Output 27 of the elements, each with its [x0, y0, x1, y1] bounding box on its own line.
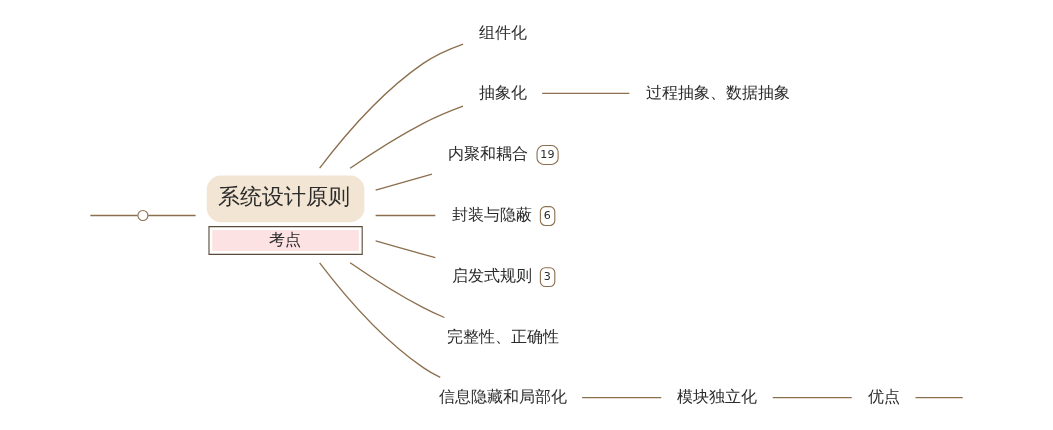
node-label: 启发式规则	[451, 266, 532, 285]
connector	[374, 214, 436, 216]
node-label: 封装与隐蔽	[451, 205, 532, 224]
connector	[914, 396, 964, 398]
connector	[318, 42, 464, 169]
node-text: 信息隐藏和局部化	[439, 387, 568, 406]
connector	[349, 261, 446, 318]
node-label: 考点	[269, 230, 302, 249]
node-text: 抽象化	[479, 83, 528, 102]
connector	[581, 396, 662, 398]
connector	[89, 214, 139, 216]
connector	[541, 92, 630, 94]
connector	[318, 261, 441, 378]
connector	[147, 214, 197, 216]
node-text: 组件化	[479, 23, 528, 42]
node-label: 内聚和耦合	[448, 144, 529, 163]
node-text: 完整性、正确性	[447, 327, 560, 346]
node-text: 模块独立化	[676, 387, 757, 406]
node-text: 过程抽象、数据抽象	[645, 83, 790, 102]
node-box: 6	[539, 205, 556, 226]
node-circle	[137, 209, 149, 221]
connector	[772, 396, 853, 398]
node-text: 优点	[867, 387, 900, 406]
node-box: 3	[539, 266, 556, 287]
connector	[349, 105, 464, 169]
connector	[374, 239, 436, 258]
connector	[374, 173, 433, 191]
